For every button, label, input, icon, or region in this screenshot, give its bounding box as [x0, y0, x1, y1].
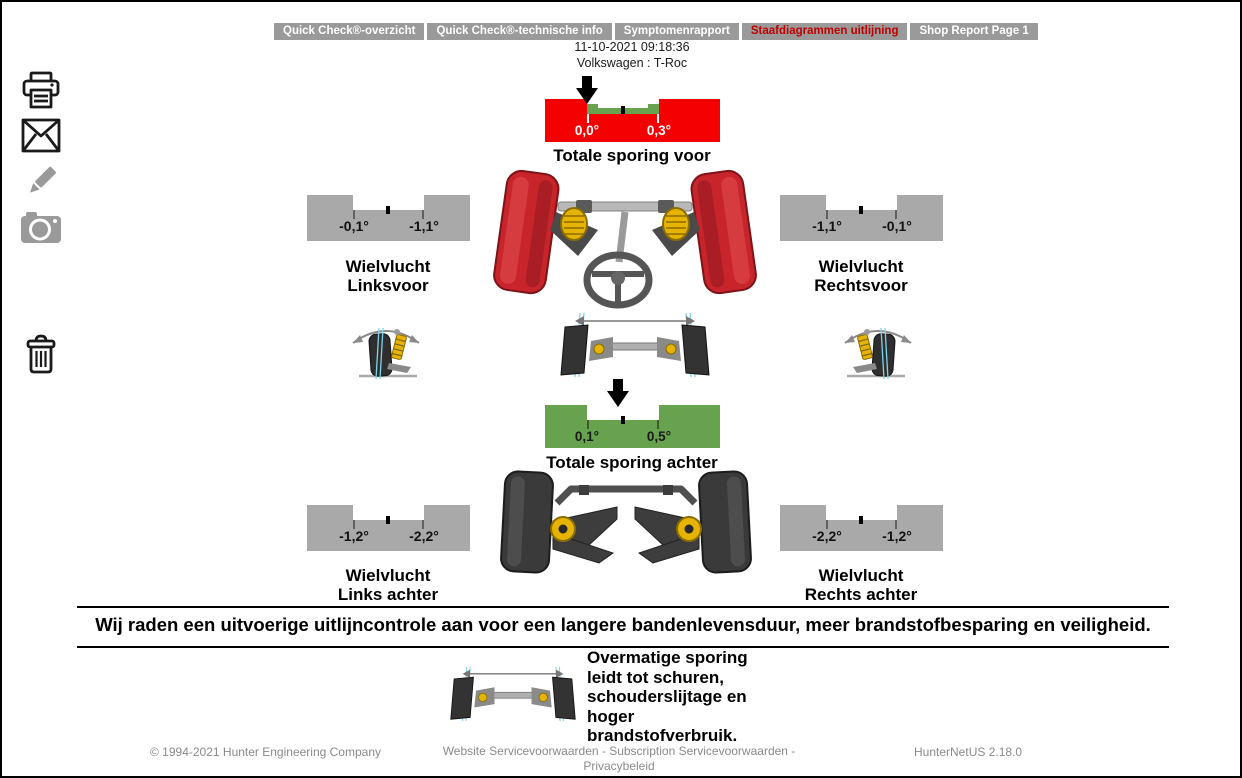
toe-front-title: Totale sporing voor: [553, 146, 711, 165]
camera-icon[interactable]: [20, 208, 62, 251]
center-tick: [621, 416, 625, 424]
printer-icon[interactable]: [20, 70, 62, 117]
front-toe-indicator-arrow: [576, 76, 598, 109]
center-tick: [621, 106, 625, 114]
toe-front-right-value: 0,3°: [646, 123, 672, 138]
center-tick: [386, 516, 390, 524]
toe-rear-left-value: 0,1°: [574, 429, 600, 444]
caster-swing-right-image: [837, 313, 919, 388]
footer-terms-line1[interactable]: Website Servicevoorwaarden - Subscriptio…: [442, 744, 796, 758]
toe-front-gauge: 0,0° 0,3°: [545, 99, 720, 142]
report-tabbar: Quick Check®-overzicht Quick Check®-tech…: [274, 23, 1038, 40]
front-axle-image: [480, 164, 770, 319]
camber-front-left-gauge: -0,1° -1,1°: [307, 195, 470, 241]
footer-terms-links[interactable]: Website Servicevoorwaarden - Subscriptio…: [399, 744, 839, 774]
toe-rear-gauge: 0,1° 0,5°: [545, 405, 720, 448]
trash-icon[interactable]: [22, 333, 60, 380]
center-tick: [859, 206, 863, 214]
center-tick: [386, 206, 390, 214]
toe-top-view-image: [547, 311, 723, 384]
camber-rear-left-gauge: -1,2° -2,2°: [307, 505, 470, 551]
divider-line-bottom: [77, 646, 1169, 648]
camber-front-left-label: Wielvlucht Linksvoor: [345, 257, 431, 295]
tab-staafdiagrammen-uitlijning[interactable]: Staafdiagrammen uitlijning: [741, 23, 908, 40]
camber-front-left-left-value: -0,1°: [339, 218, 369, 234]
toe-rear-title: Totale sporing achter: [546, 453, 718, 472]
rear-toe-indicator-arrow: [607, 379, 629, 412]
camber-front-right-label: Wielvlucht Rechtsvoor: [814, 257, 908, 295]
camber-rear-left-label: Wielvlucht Links achter: [337, 566, 439, 604]
tab-quick-check-technische-info[interactable]: Quick Check®-technische info: [427, 23, 612, 40]
center-tick: [859, 516, 863, 524]
edit-icon[interactable]: [22, 162, 60, 205]
camber-rear-right-left-value: -2,2°: [812, 528, 842, 544]
vehicle-name: Volkswagen : T-Roc: [576, 56, 688, 70]
camber-front-left-right-value: -1,1°: [409, 218, 439, 234]
footer-version: HunterNetUS 2.18.0: [914, 745, 1023, 759]
camber-rear-right-label: Wielvlucht Rechts achter: [804, 566, 918, 604]
recommendation-text: Wij raden een uitvoerige uitlijncontrole…: [95, 614, 1151, 635]
tab-shop-report-page-1[interactable]: Shop Report Page 1: [910, 23, 1038, 40]
rear-axle-image: [495, 469, 757, 580]
footer-privacy-link[interactable]: Privacybeleid: [583, 759, 655, 773]
excessive-toe-note: Overmatige sporing leidt tot schuren, sc…: [587, 648, 748, 745]
camber-rear-right-right-value: -1,2°: [882, 528, 912, 544]
toe-wear-example-image: [439, 652, 587, 741]
camber-front-right-gauge: -1,1° -0,1°: [780, 195, 943, 241]
camber-rear-left-right-value: -2,2°: [409, 528, 439, 544]
tab-quick-check-overzicht[interactable]: Quick Check®-overzicht: [274, 23, 425, 40]
divider-line-top: [77, 606, 1169, 608]
camber-rear-right-gauge: -2,2° -1,2°: [780, 505, 943, 551]
caster-swing-left-image: [345, 313, 427, 388]
toe-rear-right-value: 0,5°: [646, 429, 672, 444]
email-icon[interactable]: [20, 117, 62, 159]
report-datetime: 11-10-2021 09:18:36: [574, 40, 690, 54]
toe-front-left-value: 0,0°: [574, 123, 600, 138]
camber-rear-left-left-value: -1,2°: [339, 528, 369, 544]
tab-symptomenrapport[interactable]: Symptomenrapport: [614, 23, 739, 40]
camber-front-right-left-value: -1,1°: [812, 218, 842, 234]
footer-copyright: © 1994-2021 Hunter Engineering Company: [150, 745, 381, 759]
camber-front-right-right-value: -0,1°: [882, 218, 912, 234]
